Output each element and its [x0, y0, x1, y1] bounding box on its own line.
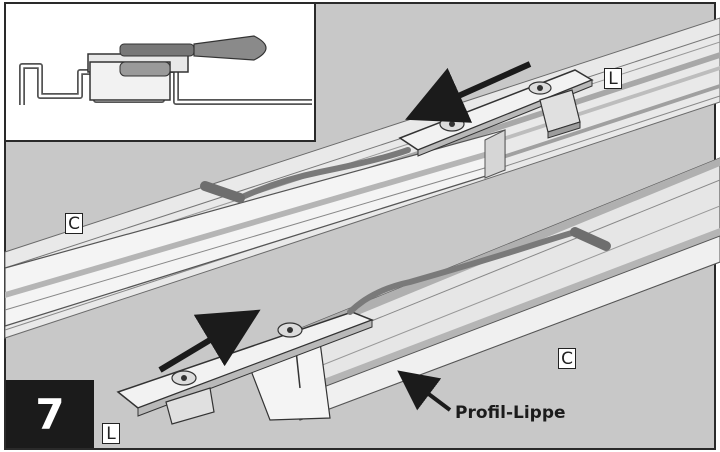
arrow-icon — [405, 61, 532, 123]
part-tag-upper-plate: L — [604, 68, 622, 89]
part-tag-lower-rail: C — [558, 348, 576, 369]
part-tag-lower-plate: L — [102, 423, 120, 444]
arrow-icon — [397, 370, 452, 412]
lower-release-cable — [347, 227, 611, 315]
step-number-badge: 7 — [6, 380, 94, 448]
upper-connector-plate — [398, 69, 594, 157]
profile-detail-inset — [4, 2, 316, 142]
arrow-icon — [158, 309, 261, 373]
upper-rail-end-cap — [4, 129, 506, 327]
part-tag-upper-rail: C — [65, 213, 83, 234]
upper-release-cable — [200, 147, 411, 203]
profile-lip-label: Profil-Lippe — [455, 403, 566, 423]
